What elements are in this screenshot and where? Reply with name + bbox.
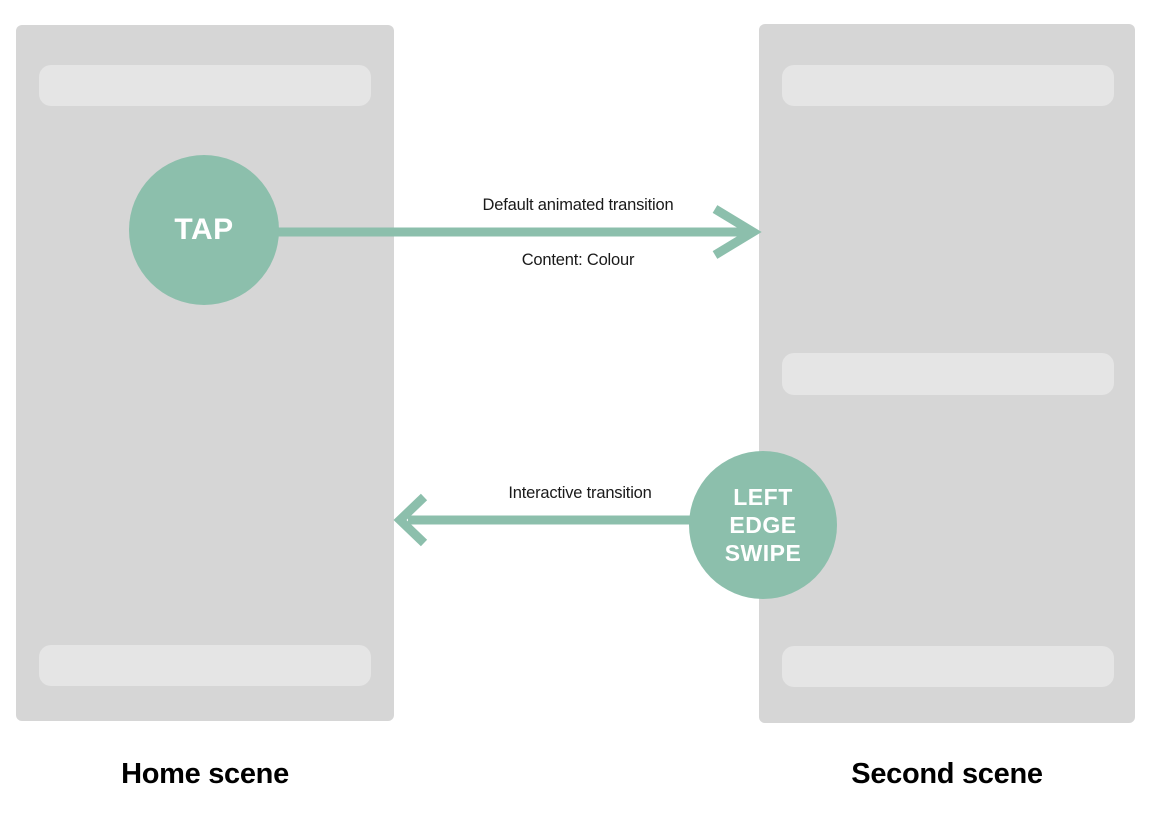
transition-sublabel-content: Content: Colour: [521, 251, 635, 269]
placeholder-bar: [39, 645, 371, 686]
arrow-left-icon: [393, 493, 700, 547]
scene-home-frame: [16, 25, 394, 721]
tap-gesture-label: TAP: [174, 213, 234, 246]
scene-caption-second: Second scene: [851, 758, 1043, 790]
scene-caption-home: Home scene: [121, 758, 289, 790]
tap-gesture-badge: TAP: [129, 155, 279, 305]
transition-label-default: Default animated transition: [482, 196, 674, 214]
placeholder-bar: [782, 65, 1114, 106]
placeholder-bar: [782, 353, 1114, 395]
transition-label-interactive: Interactive transition: [508, 484, 652, 502]
placeholder-bar: [782, 646, 1114, 687]
scene-second-frame: [759, 24, 1135, 723]
left-edge-swipe-gesture-badge: LEFT EDGE SWIPE: [689, 451, 837, 599]
left-edge-swipe-gesture-label: LEFT EDGE SWIPE: [724, 484, 802, 566]
placeholder-bar: [39, 65, 371, 106]
